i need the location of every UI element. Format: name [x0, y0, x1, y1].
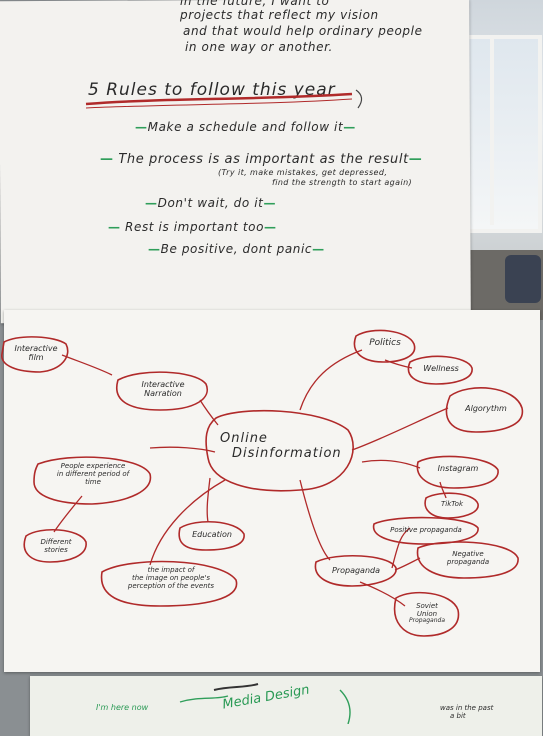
intro-line: projects that reflect my vision [180, 8, 379, 22]
node-propaganda: Propaganda [331, 566, 381, 575]
node-algorythm: Algorythm [465, 404, 507, 413]
intro-line: in the future, I want to [180, 0, 330, 8]
rule-item: — Rest is important too— [108, 220, 277, 234]
intro-line: and that would help ordinary people [183, 24, 423, 38]
node-soviet-union: Soviet Union Propaganda [408, 602, 445, 625]
node-politics: Politics [369, 338, 401, 348]
bottom-left-note: I'm here now [96, 703, 149, 712]
rule-note: (Try it, make mistakes, get depressed, [218, 168, 388, 177]
node-people-experience: People experience in different period of… [56, 462, 130, 487]
rule-item: —Make a schedule and follow it— [135, 120, 356, 134]
node-interactive-film: Interactive film [14, 344, 58, 363]
node-impact: the impact of the image on people's perc… [127, 566, 215, 591]
window-mullion [490, 35, 494, 225]
node-different-stories: Different stories [40, 538, 72, 555]
node-center-online-disinformation: Online Disinformation [220, 431, 342, 461]
node-positive-propaganda: Positive propaganda [390, 526, 462, 534]
rules-title: 5 Rules to follow this year [88, 80, 336, 100]
rule-item: — The process is as important as the res… [100, 152, 423, 167]
window [462, 35, 542, 233]
node-education: Education [192, 530, 232, 539]
rule-item: —Be positive, dont panic— [148, 242, 325, 256]
node-negative-propaganda: Negative propaganda [446, 550, 490, 567]
node-tiktok: TikTok [440, 500, 464, 508]
node-interactive-narration: Interactive Narration [141, 380, 185, 399]
rule-note: find the strength to start again) [272, 178, 413, 187]
node-instagram: Instagram [437, 464, 479, 473]
chair [505, 255, 541, 303]
intro-line: in one way or another. [185, 40, 333, 54]
node-wellness: Wellness [423, 364, 459, 373]
rule-item: —Don't wait, do it— [145, 196, 277, 210]
bottom-right-note: was in the past a bit [440, 704, 494, 721]
